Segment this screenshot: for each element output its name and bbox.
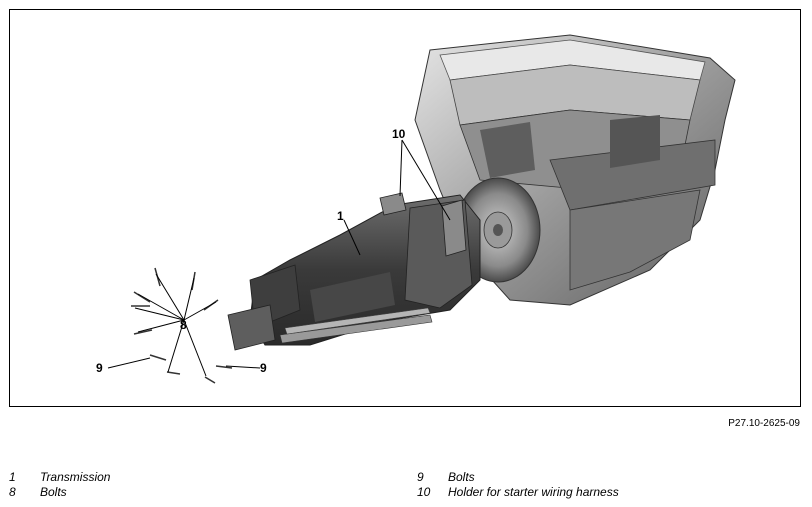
legend-number: 10 — [417, 485, 431, 499]
callout-8: 8 — [180, 318, 187, 332]
bolt — [133, 291, 151, 303]
engine-transmission-illustration: 1 8 9 9 10 — [96, 34, 736, 384]
legend-item: 1 Transmission — [9, 470, 110, 485]
legend-number: 1 — [9, 470, 16, 484]
bolt — [166, 371, 181, 375]
legend-number: 9 — [417, 470, 424, 484]
callout-10: 10 — [392, 127, 406, 141]
leader-lines — [107, 139, 451, 377]
holder-starter-wiring-harness — [379, 192, 467, 257]
bolt — [215, 365, 233, 369]
callout-1: 1 — [337, 209, 344, 223]
legend-item: 10 Holder for starter wiring harness — [417, 485, 619, 500]
bolt — [133, 329, 153, 335]
legend-item: 9 Bolts — [417, 470, 619, 485]
bolt — [149, 354, 167, 361]
legend-number: 8 — [9, 485, 16, 499]
figure-frame: 1 8 9 9 10 — [9, 9, 801, 407]
legend-label: Bolts — [40, 485, 67, 499]
legend-left: 1 Transmission 8 Bolts — [9, 470, 110, 500]
legend-label: Transmission — [40, 470, 111, 484]
callout-9-left: 9 — [96, 361, 103, 375]
legend-item: 8 Bolts — [9, 485, 110, 500]
callout-9-right: 9 — [260, 361, 267, 375]
transmission — [227, 194, 481, 351]
legend-label: Holder for starter wiring harness — [448, 485, 619, 499]
figure-code: P27.10-2625-09 — [728, 418, 800, 429]
legend-label: Bolts — [448, 470, 475, 484]
legend-right: 9 Bolts 10 Holder for starter wiring har… — [417, 470, 619, 500]
bolt — [204, 376, 216, 384]
